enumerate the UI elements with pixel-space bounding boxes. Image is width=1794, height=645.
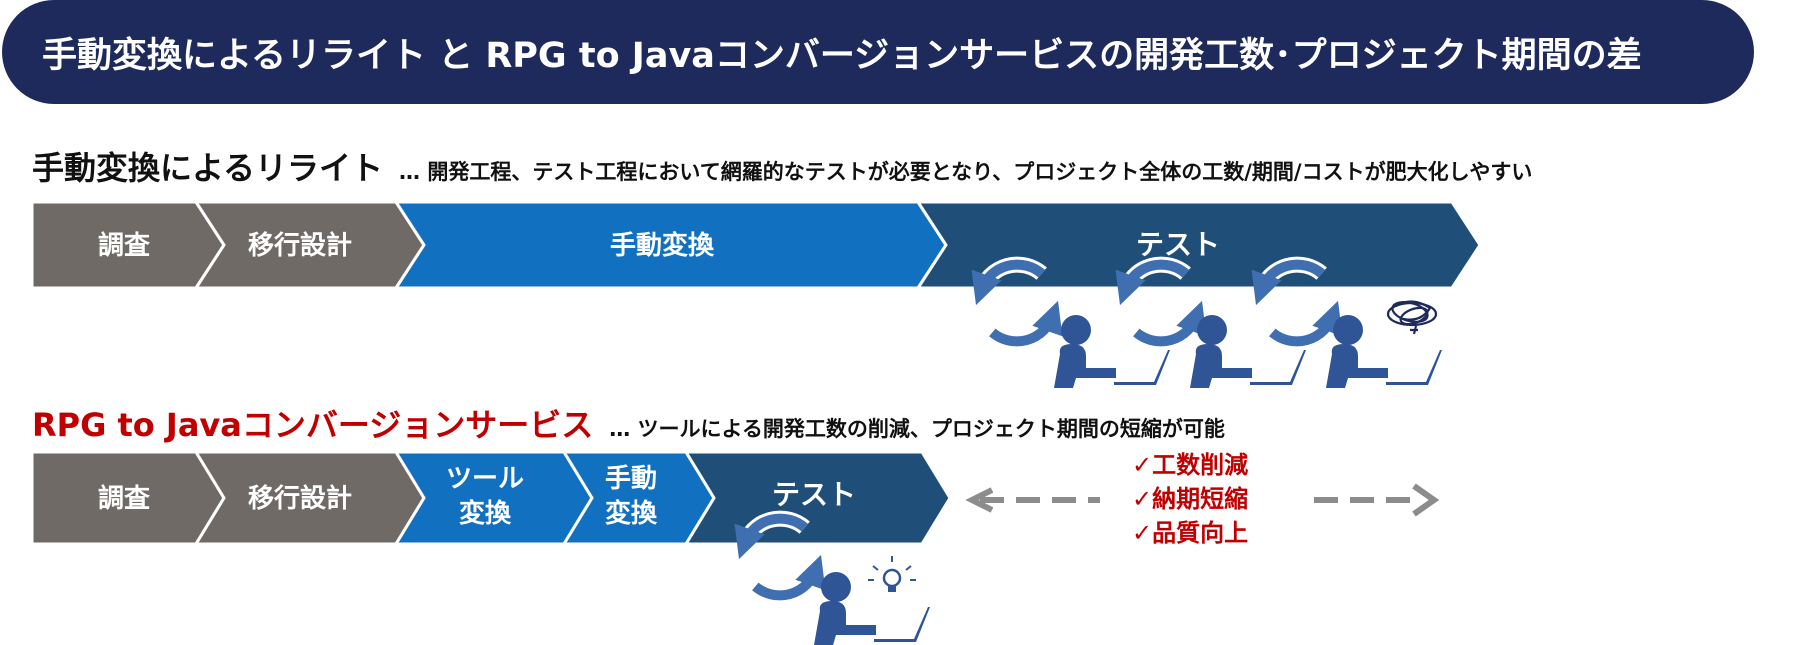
- person-at-laptop-icon: [1054, 315, 1170, 388]
- row2-step-migration-design-label: 移行設計: [248, 483, 352, 514]
- row1-step-survey-label: 調査: [98, 230, 150, 261]
- row1-step-migration-design-label: 移行設計: [248, 230, 352, 261]
- row2-heading: RPG to Javaコンバージョンサービス … ツールによる開発工数の削減、プ…: [32, 400, 1225, 446]
- banner-title: 手動変換によるリライト と RPG to Javaコンバージョンサービスの開発工…: [2, 0, 1754, 104]
- row2-step-manual-conversion-label-2: 変換: [605, 498, 658, 529]
- banner-title-text: 手動変換によるリライト と RPG to Javaコンバージョンサービスの開発工…: [42, 35, 1642, 76]
- row2-step-manual-conversion-label-1: 手動: [605, 464, 657, 494]
- row1-step-test: [915, 200, 1482, 290]
- row2-chevrons: 調査 移行設計 ツール 変換 手動 変換 テスト: [30, 450, 952, 546]
- row1-subtitle: … 開発工程、テスト工程において網羅的なテストが必要となり、プロジェクト全体の工…: [399, 160, 1533, 184]
- person-at-laptop-icon: [1190, 315, 1306, 388]
- row1-heading: 手動変換によるリライト … 開発工程、テスト工程において網羅的なテストが必要とな…: [32, 143, 1532, 189]
- benefit-item: ✓品質向上: [1132, 519, 1249, 547]
- row1-title: 手動変換によるリライト: [32, 149, 384, 187]
- person-at-laptop-icon: [814, 572, 930, 645]
- right-arrow: [1314, 483, 1440, 517]
- row2-subtitle: … ツールによる開発工数の削減、プロジェクト期間の短縮が可能: [609, 417, 1225, 441]
- row2-step-survey-label: 調査: [98, 483, 150, 514]
- row1-step-test-label: テスト: [1136, 228, 1220, 261]
- benefits-list: ✓工数削減 ✓納期短縮 ✓品質向上: [1132, 448, 1312, 550]
- row2-title: RPG to Javaコンバージョンサービス: [32, 406, 594, 444]
- lightbulb-icon: [868, 556, 916, 592]
- row2-step-tool-conversion-label-1: ツール: [446, 464, 524, 494]
- confused-scribble-icon: [1386, 300, 1438, 335]
- row2-test-cycle: [744, 519, 930, 645]
- row2-step-test-label: テスト: [772, 478, 856, 511]
- row1-chevrons: 調査 移行設計 手動変換 テスト: [30, 200, 1482, 290]
- difference-arrows: [965, 483, 1440, 517]
- row1-step-manual-conversion-label: 手動変換: [610, 230, 715, 261]
- benefit-item: ✓納期短縮: [1132, 485, 1249, 513]
- row2-step-tool-conversion-label-2: 変換: [459, 498, 512, 529]
- row1-test-cycles: [981, 265, 1442, 388]
- left-arrow: [965, 487, 1100, 513]
- person-at-laptop-icon: [1326, 315, 1442, 388]
- benefit-item: ✓工数削減: [1132, 451, 1249, 479]
